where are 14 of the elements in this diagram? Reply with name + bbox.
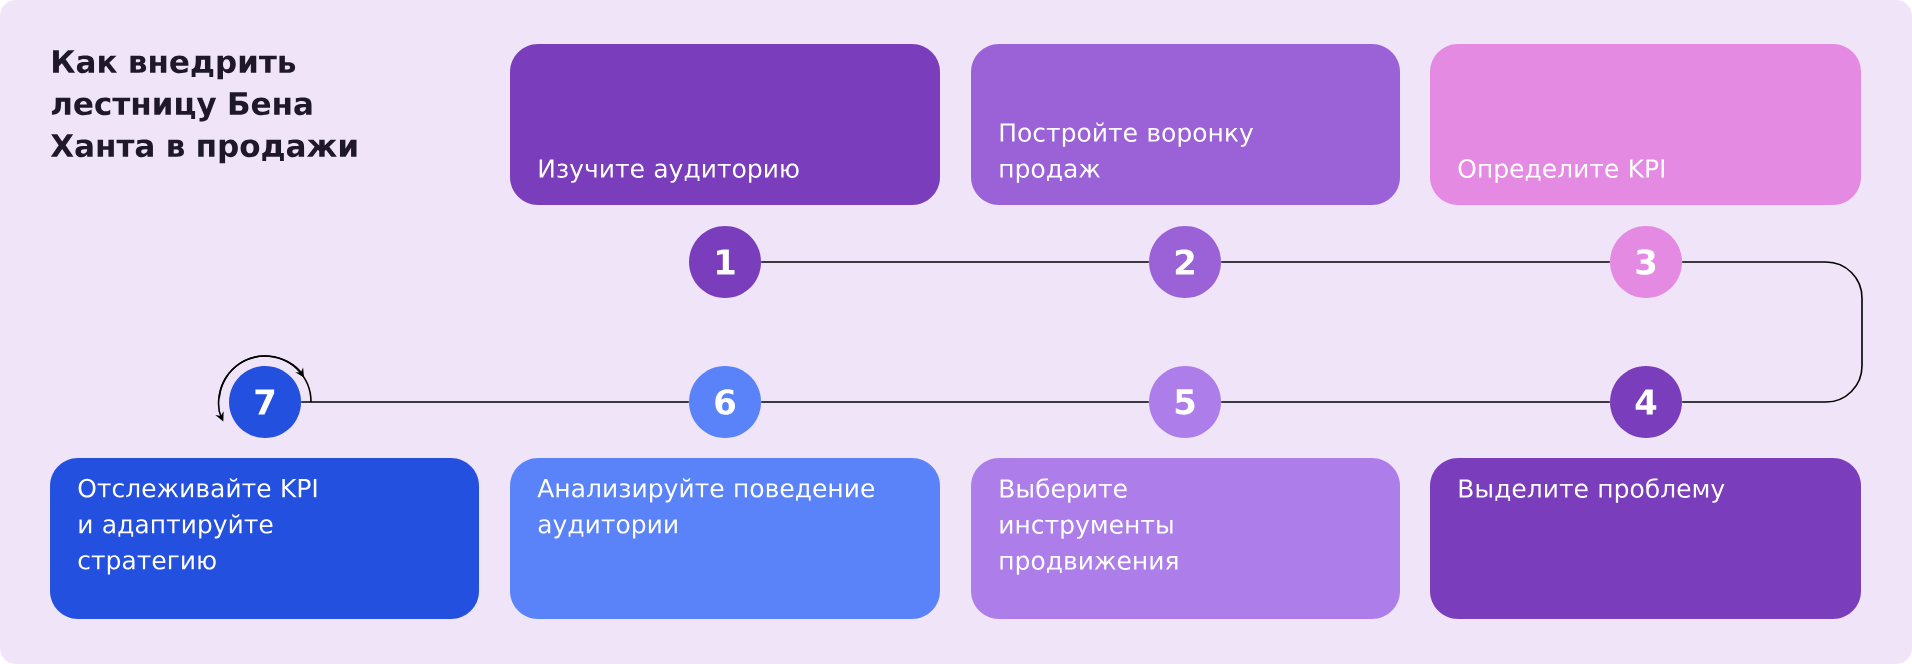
connector-line [1220,401,1611,403]
connector-line [760,401,1150,403]
connector-line [760,261,1150,263]
step-box: Определите KPI [1430,44,1861,205]
step-box: Изучите аудиторию [510,44,940,205]
title: Как внедрить лестницу Бена Ханта в продажи [50,50,357,164]
connector-line [1681,261,1863,403]
step-box: Постройте воронку продаж [971,44,1400,205]
connector-line [1220,261,1611,263]
step-box: Выделите проблему [1430,458,1861,619]
step-box: Выберите инструменты продвижения [971,458,1400,619]
step-box: Отслеживайте KPI и адаптируйте стратегию [50,458,479,619]
connector-line [300,401,690,403]
step-box: Анализируйте поведение аудитории [510,458,940,619]
